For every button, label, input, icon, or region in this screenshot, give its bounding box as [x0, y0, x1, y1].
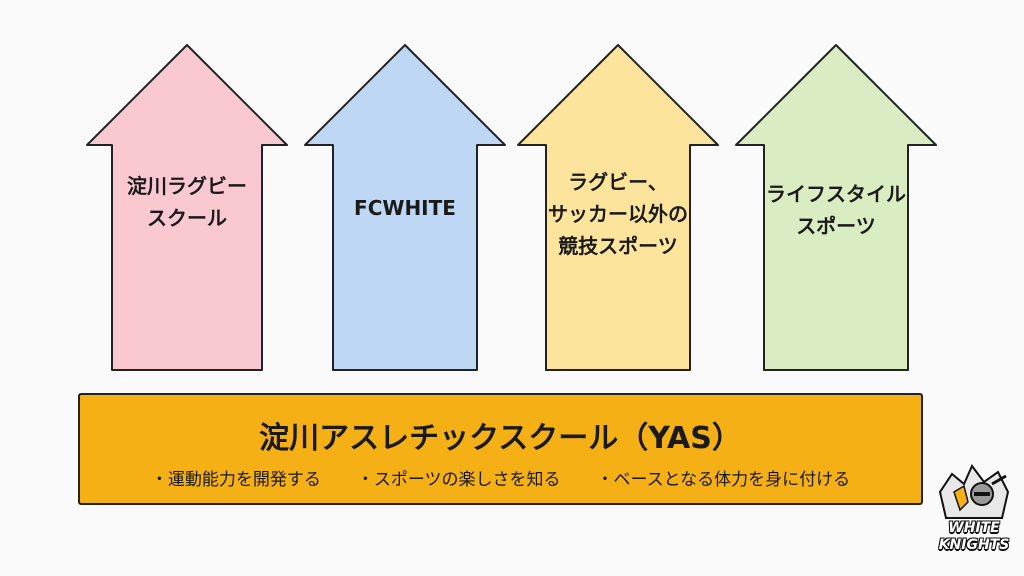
arrow-other-sports: [517, 44, 719, 371]
arrow-fcwhite: [304, 44, 506, 371]
arrow-label-3: ライフスタイルスポーツ: [766, 182, 906, 238]
knight-emblem-icon: [938, 464, 1010, 519]
arrow-label-2: ラグビー、サッカー以外の競技スポーツ: [548, 170, 688, 258]
base-point: スポーツの楽しさを知る: [357, 465, 561, 490]
base-point: ベースとなる体力を身に付ける: [597, 465, 851, 490]
arrow-yodogawa-rugby: [86, 44, 288, 371]
base-points: 運動能力を開発する スポーツの楽しさを知る ベースとなる体力を身に付ける: [80, 465, 921, 490]
arrow-label-1: FCWHITE: [354, 196, 456, 220]
arrow-label-0: 淀川ラグビースクール: [127, 174, 247, 230]
arrow-lifestyle-sports: [735, 44, 937, 371]
base-title: 淀川アスレチックスクール（YAS）: [259, 421, 742, 456]
base-point: 運動能力を開発する: [151, 465, 321, 490]
base-box: 淀川アスレチックスクール（YAS） 運動能力を開発する スポーツの楽しさを知る …: [78, 393, 923, 505]
